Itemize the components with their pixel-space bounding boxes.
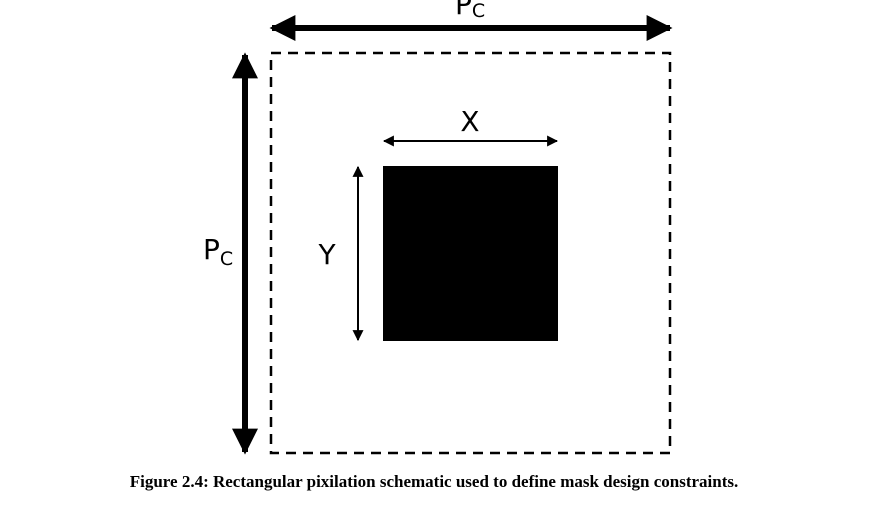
- feature-height-label: Y: [317, 238, 336, 271]
- pitch-vertical-label: PC: [203, 233, 233, 270]
- feature-width-label: X: [460, 105, 479, 138]
- figure-caption: Figure 2.4: Rectangular pixilation schem…: [129, 472, 739, 491]
- pixel-cell-boundary: [269, 51, 672, 455]
- pitch-horizontal-label: PC: [455, 0, 485, 22]
- pixel-feature: [383, 166, 558, 341]
